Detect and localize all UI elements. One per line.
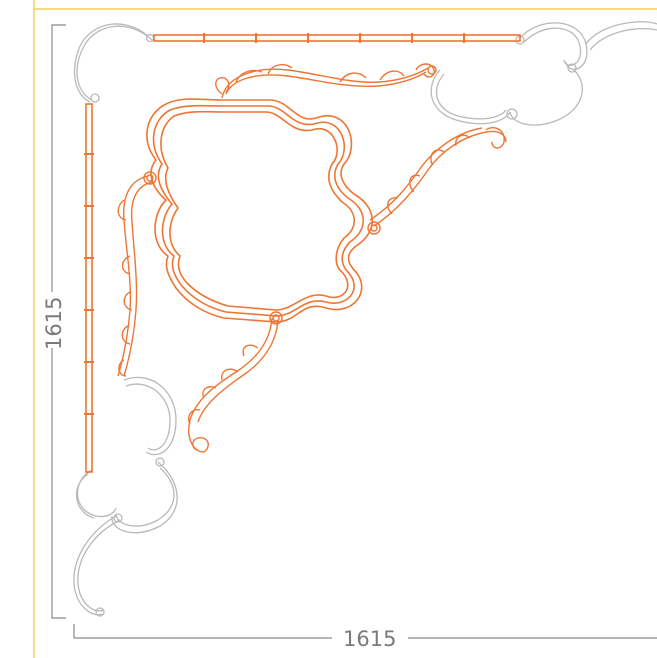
grey-scroll-outline bbox=[73, 21, 657, 617]
rail-ticks-top bbox=[203, 33, 465, 43]
height-dimension bbox=[51, 24, 66, 619]
acanthus-foliage bbox=[117, 63, 507, 453]
width-dimension bbox=[73, 624, 657, 639]
orange-rails bbox=[84, 33, 521, 473]
central-cartouche bbox=[146, 98, 373, 323]
width-dimension-label: 1615 bbox=[343, 627, 396, 651]
rail-ticks-left bbox=[84, 153, 94, 415]
height-dimension-label: 1615 bbox=[42, 297, 66, 350]
sheet-border bbox=[33, 0, 657, 658]
